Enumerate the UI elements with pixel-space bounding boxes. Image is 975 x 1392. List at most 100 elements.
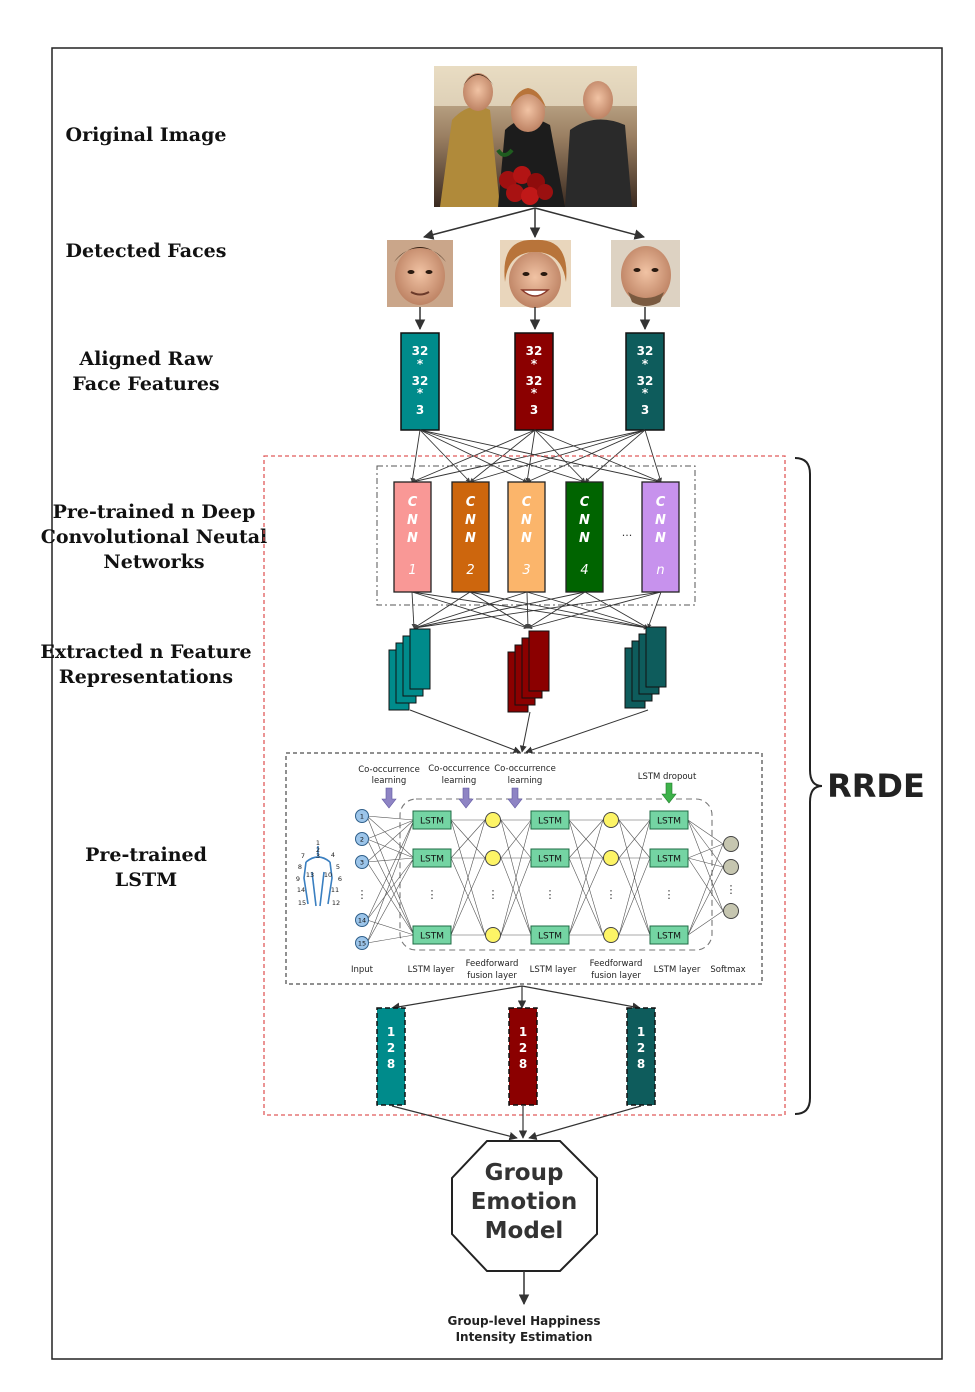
fan-line	[413, 591, 471, 629]
svg-text:Softmax: Softmax	[710, 965, 745, 975]
cnn-letter: N	[465, 531, 476, 546]
lstm-inner-box	[399, 798, 713, 951]
softmax-node	[723, 903, 739, 919]
skeleton-joint-number: 1	[316, 839, 320, 847]
input-node-label: 1	[360, 813, 364, 821]
label-cnn-line3: Networks	[103, 551, 204, 573]
fusion-ellipsis: ⋮	[606, 888, 617, 901]
svg-text:Model: Model	[485, 1218, 564, 1244]
fusion-node	[603, 850, 619, 866]
label-aligned-line2: Face Features	[72, 373, 219, 395]
fan-line	[469, 429, 646, 484]
lstm-cell: LSTM	[530, 810, 570, 830]
feature-box-2: 32*32*3	[514, 332, 554, 431]
vector-to-model-arrows	[391, 1105, 642, 1141]
svg-text:LSTM layer: LSTM layer	[530, 965, 577, 975]
svg-text:Co-occurrence: Co-occurrence	[428, 764, 490, 774]
fan-line	[525, 591, 531, 629]
output-vector-text: 1	[387, 1025, 395, 1039]
softmax-ellipsis: ⋮	[726, 883, 737, 896]
fan-line	[413, 591, 586, 630]
cnn-letter: C	[522, 495, 532, 510]
feature-box-text: 3	[416, 403, 424, 417]
cnn-letter: C	[580, 495, 590, 510]
skeleton-joint-number: 3	[316, 852, 320, 860]
feature-box-text: 32	[526, 374, 543, 388]
input-node: 1	[355, 809, 369, 823]
lstm-cell-label: LSTM	[657, 855, 681, 865]
lstm-ellipsis: ⋮	[664, 888, 675, 901]
label-lstm-line1: Pre-trained	[85, 844, 207, 866]
lstm-ellipsis: ⋮	[545, 888, 556, 901]
feature-box-text: 32	[526, 344, 543, 358]
cnn-letter: N	[579, 531, 590, 546]
rrde-bracket	[794, 457, 823, 1115]
output-vector-text: 2	[519, 1041, 527, 1055]
svg-text:Feedforward: Feedforward	[466, 959, 519, 969]
output-vector-text: 1	[637, 1025, 645, 1039]
input-ellipsis: ⋮	[357, 888, 368, 901]
cnn-letter: N	[465, 513, 476, 528]
fan-line	[419, 429, 471, 483]
fusion-ellipsis: ⋮	[488, 888, 499, 901]
output-vector-text: 2	[637, 1041, 645, 1055]
output-vector-1: 128	[376, 1007, 406, 1106]
cnn-letter: N	[407, 531, 418, 546]
output-vector-text: 1	[519, 1025, 527, 1039]
fan-line	[411, 429, 536, 483]
lstm-cell: LSTM	[412, 810, 452, 830]
face-to-box-arrows	[414, 307, 651, 331]
fan-to-features-lines	[411, 591, 662, 630]
lstm-cell: LSTM	[412, 925, 452, 945]
cnn-letter: N	[655, 513, 666, 528]
skeleton-joint-number: 10	[324, 871, 332, 879]
lstm-diagram-box	[285, 752, 763, 985]
softmax-node	[723, 859, 739, 875]
cnn-letter: C	[466, 495, 476, 510]
svg-text:LSTM layer: LSTM layer	[654, 965, 701, 975]
label-cnn-line1: Pre-trained n Deep	[53, 501, 256, 523]
fan-line	[411, 591, 649, 630]
cnn-letter: N	[655, 531, 666, 546]
feature-box-text: *	[417, 386, 424, 400]
fusion-node	[485, 850, 501, 866]
fusion-node	[485, 927, 501, 943]
fan-line	[410, 429, 421, 483]
original-photo	[434, 66, 637, 207]
cnn-index: 2	[466, 563, 474, 578]
feature-box-text: *	[531, 386, 538, 400]
label-cnn-line2: Convolutional Neutal	[41, 526, 268, 548]
input-node: 3	[355, 855, 369, 869]
cnn-index: 1	[408, 563, 416, 578]
lstm-cell: LSTM	[530, 848, 570, 868]
aligned-feature-boxes: 32*32*332*32*332*32*3	[400, 332, 665, 431]
svg-text:Input: Input	[351, 965, 374, 975]
feature-stack-3	[624, 626, 667, 709]
lstm-cell: LSTM	[649, 810, 689, 830]
lstm-cell: LSTM	[412, 848, 452, 868]
lstm-annotation-arrows	[381, 782, 677, 809]
feature-box-text: 32	[412, 344, 429, 358]
feature-box-text: *	[417, 357, 424, 371]
input-node: 15	[355, 936, 369, 950]
skeleton-joint-number: 7	[301, 852, 305, 860]
label-aligned-line1: Aligned Raw	[78, 348, 213, 370]
skeleton-joint-number: 5	[336, 863, 340, 871]
svg-text:Co-occurrence: Co-occurrence	[358, 765, 420, 775]
feature-box-text: 32	[637, 344, 654, 358]
lstm-cell-label: LSTM	[538, 932, 562, 942]
fan-line	[526, 591, 649, 630]
final-output: Group-level Happiness Intensity Estimati…	[447, 1314, 600, 1344]
label-original-image: Original Image	[66, 124, 227, 146]
lstm-cell-label: LSTM	[420, 817, 444, 827]
svg-text:learning: learning	[372, 776, 407, 786]
feature-box-text: *	[642, 386, 649, 400]
skeleton-joint-number: 11	[331, 886, 339, 894]
lstm-cell-label: LSTM	[657, 932, 681, 942]
